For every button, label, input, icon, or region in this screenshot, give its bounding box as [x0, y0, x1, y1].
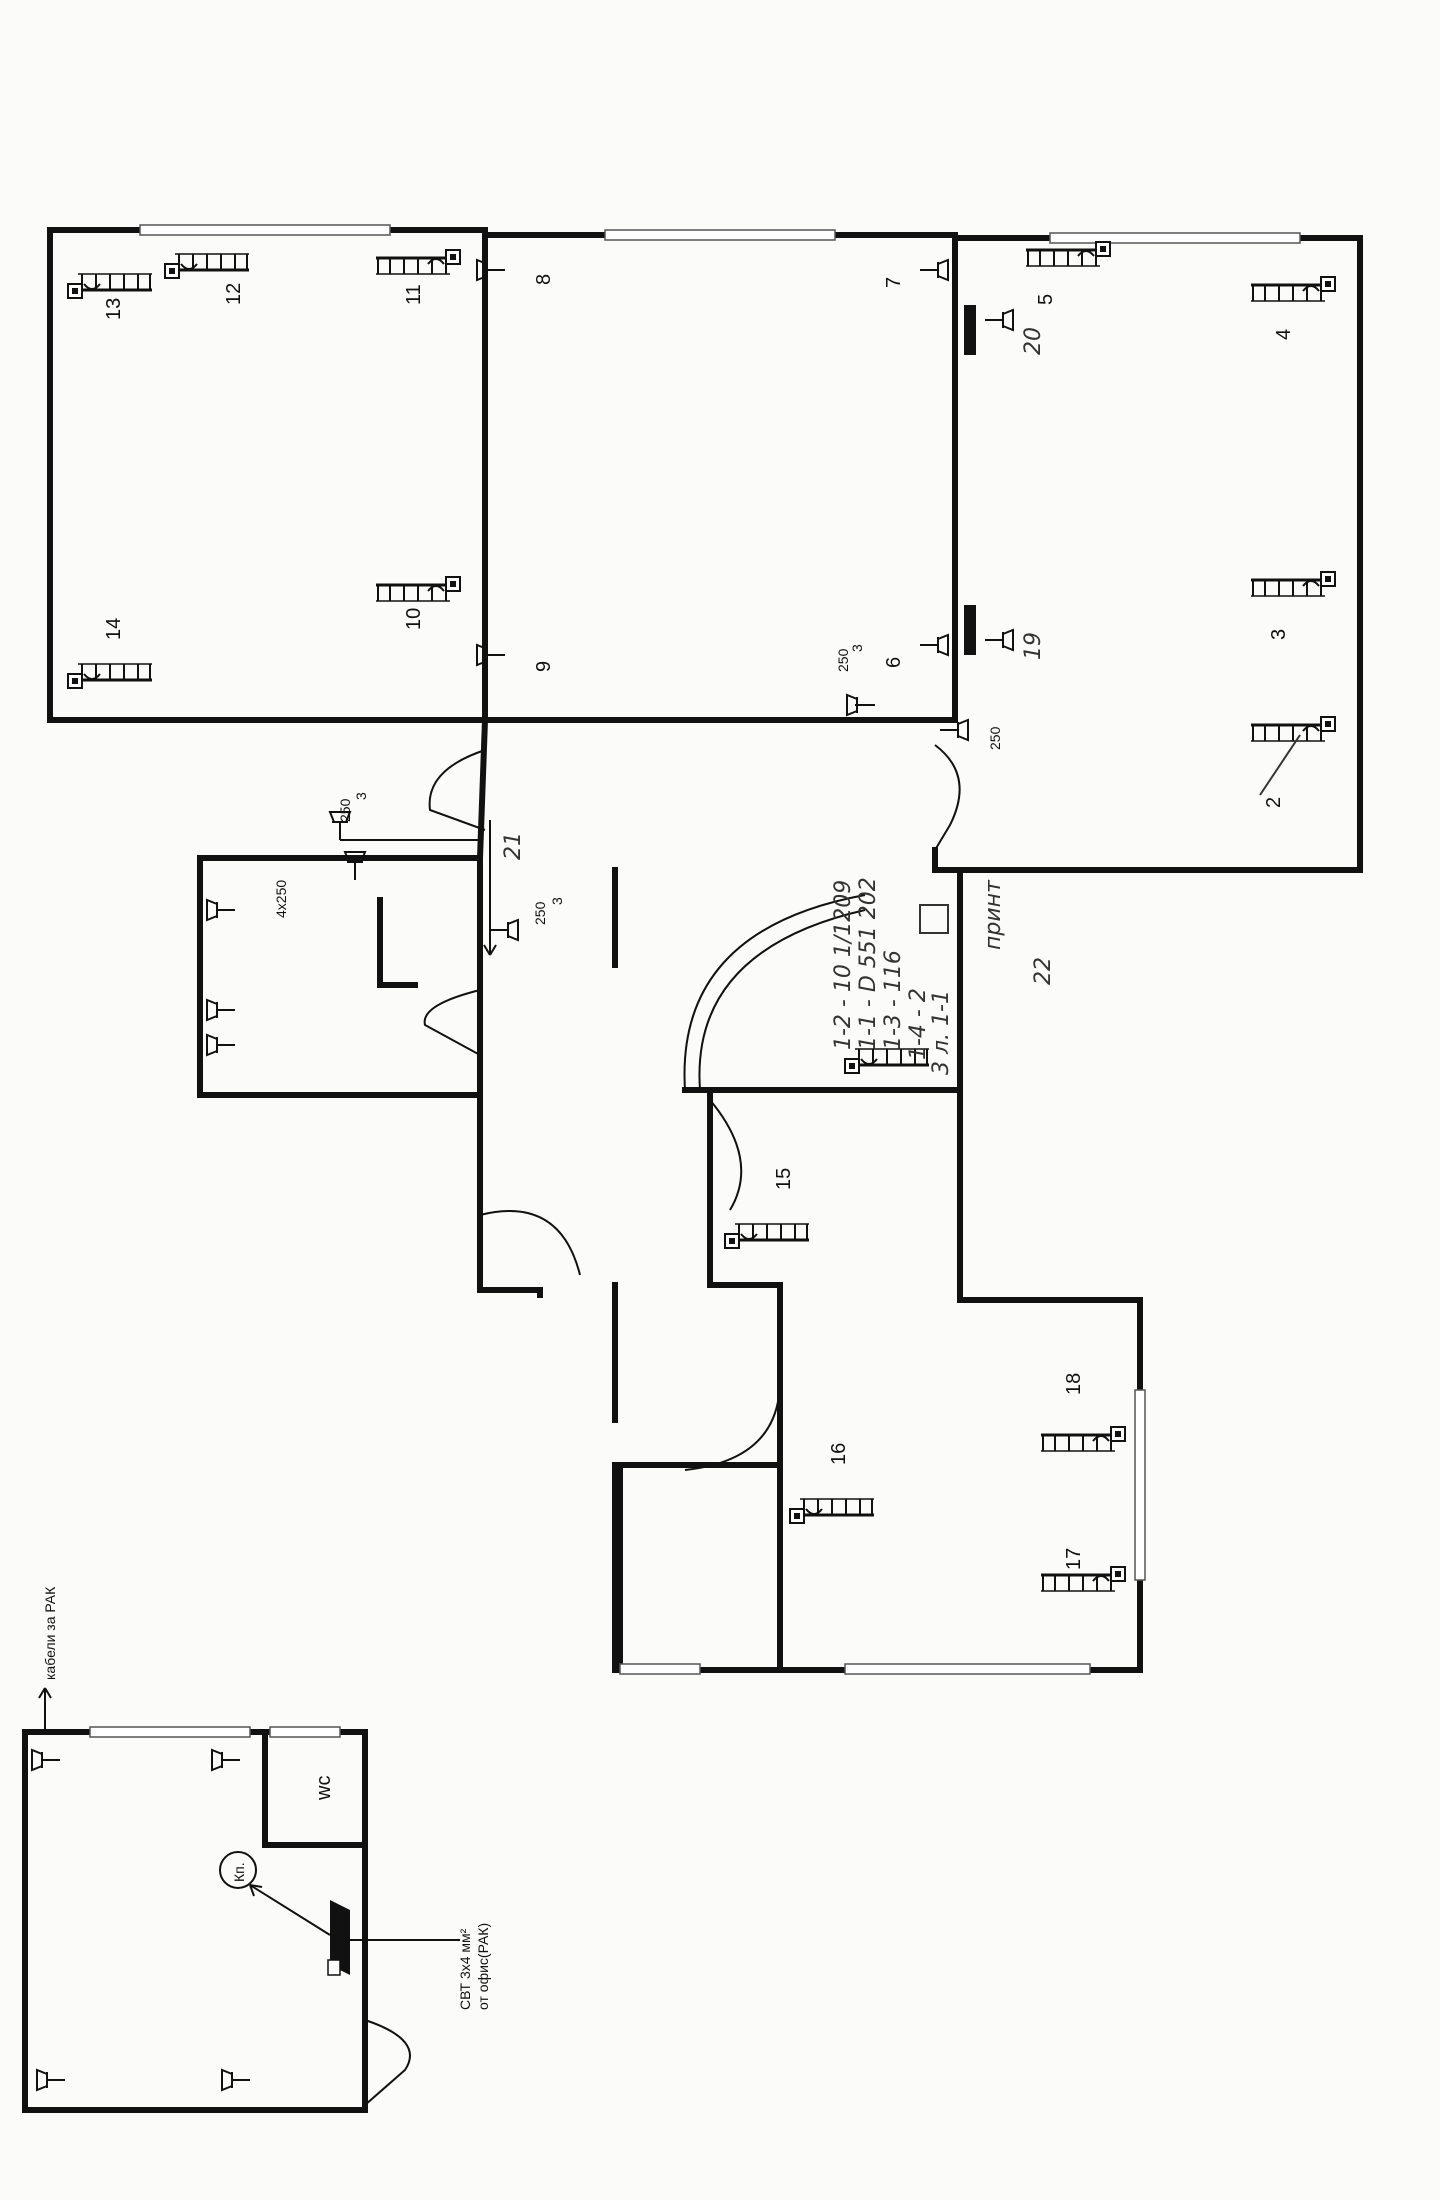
- lamp-rating: 250: [532, 901, 548, 925]
- workstation-group: 2 3 4 5 6 7 8 9: [66, 240, 1337, 1593]
- workstation-13: 13: [66, 272, 154, 320]
- workstation-label: 5: [1035, 294, 1057, 305]
- workstation-10: 10: [374, 575, 462, 630]
- lamp-rating: 4x250: [273, 880, 289, 918]
- room-number-20: 20: [1021, 327, 1046, 355]
- workstation-label: 4: [1273, 329, 1295, 340]
- room-number-19: 19: [1021, 632, 1046, 660]
- lamp-rating: 250: [337, 798, 353, 822]
- panel-label: Кп.: [231, 1862, 247, 1882]
- workstation-label: 17: [1063, 1548, 1085, 1570]
- workstation-4: 4: [1249, 275, 1337, 340]
- workstation-16: 16: [788, 1443, 876, 1525]
- panel-marker: [219, 1851, 257, 1889]
- workstation-15: 15: [723, 1168, 811, 1250]
- lighting-fixtures: 250 3 250 3 250 3 250 4x250: [206, 644, 1003, 1056]
- workstation-label: 9: [533, 661, 555, 672]
- workstation-label: 18: [1063, 1373, 1085, 1395]
- workstation-label: 6: [883, 657, 905, 668]
- supply-cable-line2: от офис(РАК): [475, 1923, 491, 2010]
- lamp-circuit: 3: [353, 792, 369, 800]
- supply-cable-line1: СВТ 3х4 мм²: [457, 1928, 473, 2010]
- lamp-rating: 250: [835, 648, 851, 672]
- lamp-rating: 250: [987, 726, 1003, 750]
- lamp-1: 250 3: [329, 792, 480, 841]
- workstation-14: 14: [66, 618, 154, 690]
- workstation-8: 8: [476, 259, 555, 285]
- workstation-label: 11: [403, 284, 425, 305]
- workstation-2: 2: [1249, 715, 1337, 808]
- wall-sockets: [964, 305, 1014, 655]
- workstation-label: 8: [533, 274, 555, 285]
- wc-label: wc: [313, 1776, 335, 1801]
- workstation-3: 3: [1249, 570, 1337, 640]
- workstation-label: 14: [103, 618, 125, 640]
- workstation-label: 7: [883, 277, 905, 288]
- room-number-21: 21: [501, 832, 526, 860]
- lamp-4: 250: [939, 719, 1003, 750]
- workstation-17: 17: [1039, 1548, 1127, 1593]
- doors: [423, 744, 961, 1471]
- workstation-18: 18: [1039, 1373, 1127, 1453]
- workstation-label: 2: [1263, 797, 1285, 808]
- room-number-22: 22: [1031, 957, 1056, 985]
- workstation-11: 11: [374, 248, 462, 305]
- cable-note: кабели за РАК: [42, 1586, 58, 1680]
- lamp-5: 4x250: [206, 851, 366, 1056]
- distribution-panel: [330, 1900, 350, 1975]
- workstation-9: 9: [476, 644, 555, 672]
- lamp-2: 250 3: [489, 897, 565, 941]
- workstation-label: 3: [1268, 629, 1290, 640]
- windows: [139, 224, 1301, 1675]
- handwritten-line-2: 1-1 - D 551 202: [856, 877, 881, 1050]
- workstation-label: 10: [403, 608, 425, 630]
- lamp-3: 250 3: [835, 644, 876, 716]
- handwritten-line-5: 3 л. 1-1: [929, 990, 954, 1075]
- workstation-label: 16: [828, 1443, 850, 1465]
- handwritten-line-1: 1-2 - 10 1/1209: [831, 880, 856, 1050]
- workstation-12: 12: [163, 252, 251, 305]
- walls: [47, 227, 1363, 1673]
- handwritten-line-4: 1-4 - 2: [906, 988, 931, 1060]
- workstation-7: 7: [883, 259, 949, 288]
- workstation-label: 12: [223, 283, 245, 305]
- handwritten-line-3: 1-3 - 116: [881, 950, 906, 1050]
- handwritten-notes: 19 20 21 22 принт 1-2 - 10 1/1209 1-1 - …: [501, 327, 1301, 1075]
- workstation-6: 6: [883, 634, 949, 668]
- lamp-circuit: 3: [849, 644, 865, 652]
- workstation-label: 13: [103, 298, 125, 320]
- workstation-label: 15: [773, 1168, 795, 1190]
- workstation-5: 5: [1024, 240, 1112, 305]
- lamp-circuit: 3: [549, 897, 565, 905]
- auxiliary-plan: wc кабели за РАК Кп. СВТ 3х4 мм² от офис…: [22, 1586, 491, 2113]
- print-note: принт: [981, 879, 1006, 950]
